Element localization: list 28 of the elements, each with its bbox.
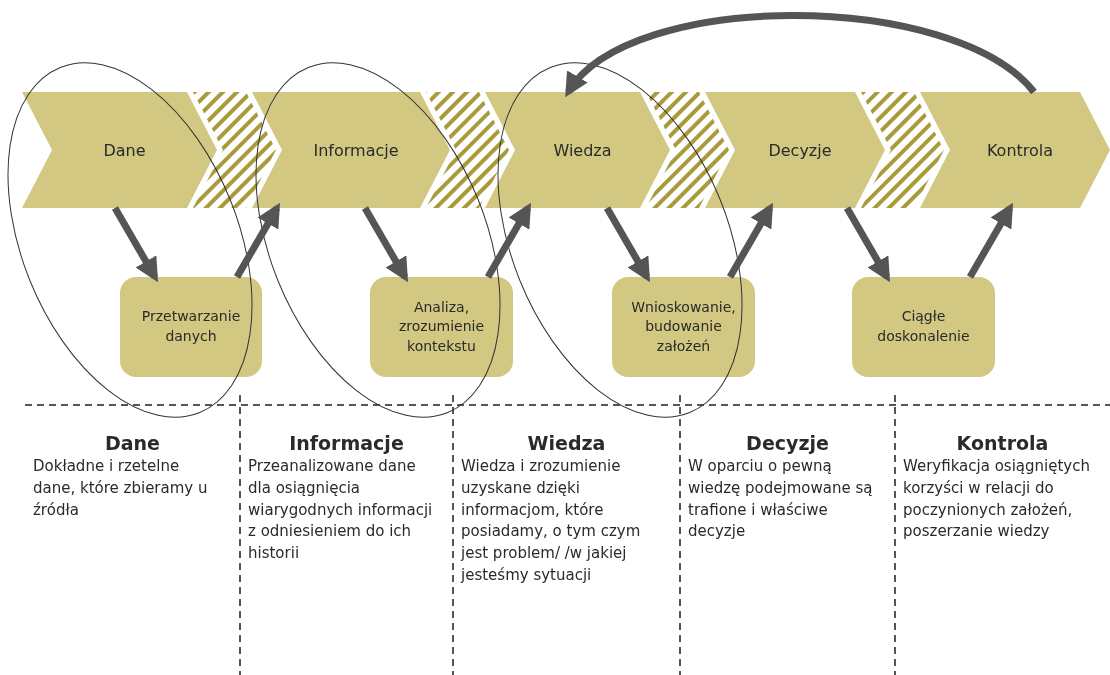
step-label: Decyzje <box>767 140 832 160</box>
process-box: Przetwarzanie danych <box>120 277 262 377</box>
description-text: Weryfikacja osiągniętych korzyści w relacji do poczynionych założeń, poszerzanie wiedzy <box>902 456 1091 543</box>
column-heading: Decyzje <box>745 432 830 454</box>
column-heading: Kontrola <box>955 432 1050 454</box>
step-label: Informacje <box>312 140 399 160</box>
process-box: Analiza, zrozumienie kontekstu <box>370 277 513 377</box>
step-label: Dane <box>102 140 146 160</box>
arrow <box>361 206 409 283</box>
arrow <box>111 206 159 283</box>
process-box: Ciągłe doskonalenie <box>852 277 995 377</box>
arrow <box>966 202 1014 279</box>
column-heading: Informacje <box>288 432 405 454</box>
arrow <box>233 202 281 279</box>
description-text: Dokładne i rzetelne dane, które zbieramy u źródła <box>32 456 209 521</box>
description-text: Przeanalizowane dane dla osiągnięcia wiarygodnych informacji z odniesieniem do ich historii <box>247 456 434 564</box>
arrow <box>843 206 891 283</box>
column-heading: Wiedza <box>526 432 607 454</box>
step-label: Wiedza <box>552 140 612 160</box>
column-heading: Dane <box>104 432 161 454</box>
description-text: Wiedza i zrozumienie uzyskane dzięki informacjom, które posiadamy, o tym czym jest problem/ /w jakiej jesteśmy sytuacji <box>459 456 642 586</box>
arrow <box>726 202 774 279</box>
arrow <box>603 206 651 283</box>
arrow <box>484 202 532 279</box>
step-label: Kontrola <box>985 140 1054 160</box>
process-box: Wnioskowanie, budowanie założeń <box>612 277 755 377</box>
arrow <box>564 12 1037 97</box>
description-text: W oparciu o pewną wiedzę podejmowane są trafione i właściwe decyzje <box>687 456 874 543</box>
